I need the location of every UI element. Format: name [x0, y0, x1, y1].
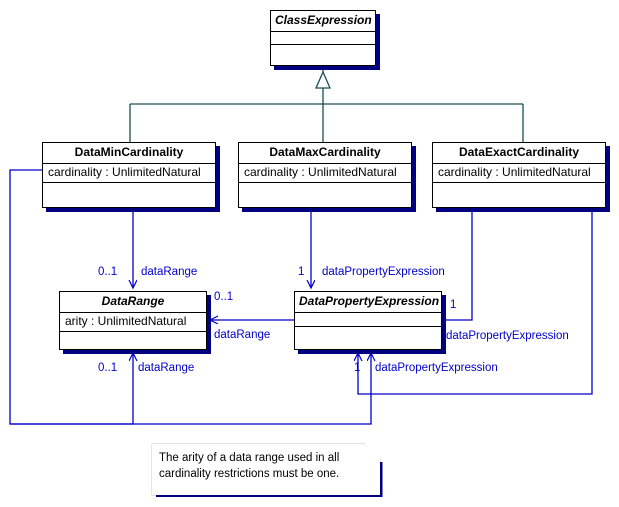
class-operations-data-min-cardinality	[43, 182, 215, 205]
class-name-data-min-cardinality: DataMinCardinality	[74, 145, 184, 159]
label-role-exact-dpe: dataPropertyExpression	[446, 330, 569, 342]
class-operations-data-exact-cardinality	[433, 182, 605, 205]
label-role-exact-datarange: dataRange	[214, 329, 271, 341]
class-attributes-class-expression	[271, 31, 375, 44]
class-box-data-range[interactable]: DataRange arity : UnlimitedNatural	[59, 291, 207, 350]
class-attributes-data-min-cardinality: cardinality : UnlimitedNatural	[43, 163, 215, 182]
class-box-data-exact-cardinality[interactable]: DataExactCardinality cardinality : Unlim…	[432, 142, 606, 208]
class-attributes-data-exact-cardinality: cardinality : UnlimitedNatural	[433, 163, 605, 182]
generalization-tree	[129, 67, 524, 143]
class-operations-class-expression	[271, 44, 375, 67]
label-role-min-datarange: dataRange	[138, 362, 195, 374]
attribute-cardinality: cardinality : UnlimitedNatural	[244, 165, 397, 179]
class-name-data-exact-cardinality: DataExactCardinality	[458, 145, 580, 159]
class-name-data-range: DataRange	[101, 294, 165, 308]
class-attributes-data-property-expression	[295, 312, 441, 326]
note-arity-constraint: The arity of a data range used in all ca…	[152, 444, 380, 495]
class-box-class-expression[interactable]: ClassExpression	[270, 10, 376, 66]
class-operations-data-property-expression	[295, 326, 441, 352]
class-attributes-data-max-cardinality: cardinality : UnlimitedNatural	[239, 163, 411, 182]
label-role-max-datarange: dataRange	[141, 266, 198, 278]
class-operations-data-range	[60, 331, 206, 350]
generalization-triangle	[315, 70, 331, 89]
note-text-line-2: cardinality restrictions must be one.	[159, 468, 340, 480]
class-attributes-data-range: arity : UnlimitedNatural	[60, 312, 206, 331]
class-box-data-max-cardinality[interactable]: DataMaxCardinality cardinality : Unlimit…	[238, 142, 412, 208]
label-multiplicity-min-datarange: 0..1	[98, 362, 118, 374]
class-box-data-min-cardinality[interactable]: DataMinCardinality cardinality : Unlimit…	[42, 142, 216, 208]
class-box-data-property-expression[interactable]: DataPropertyExpression	[294, 291, 442, 350]
note-text-line-1: The arity of a data range used in all	[159, 452, 340, 464]
label-role-max-dpe: dataPropertyExpression	[322, 266, 445, 278]
class-name-data-property-expression: DataPropertyExpression	[299, 294, 440, 308]
class-name-class-expression: ClassExpression	[275, 13, 372, 27]
class-operations-data-max-cardinality	[239, 182, 411, 205]
attribute-cardinality: cardinality : UnlimitedNatural	[48, 165, 201, 179]
label-role-min-dpe: dataPropertyExpression	[375, 362, 498, 374]
attribute-cardinality: cardinality : UnlimitedNatural	[438, 165, 591, 179]
attribute-arity: arity : UnlimitedNatural	[65, 314, 187, 328]
note-text: The arity of a data range used in all ca…	[159, 450, 374, 482]
label-multiplicity-max-datarange: 0..1	[98, 266, 118, 278]
label-multiplicity-exact-dpe: 1	[450, 299, 457, 311]
label-multiplicity-exact-datarange: 0..1	[214, 291, 234, 303]
class-name-data-max-cardinality: DataMaxCardinality	[269, 145, 381, 159]
label-multiplicity-max-dpe: 1	[298, 266, 305, 278]
label-multiplicity-min-dpe: 1	[354, 362, 361, 374]
